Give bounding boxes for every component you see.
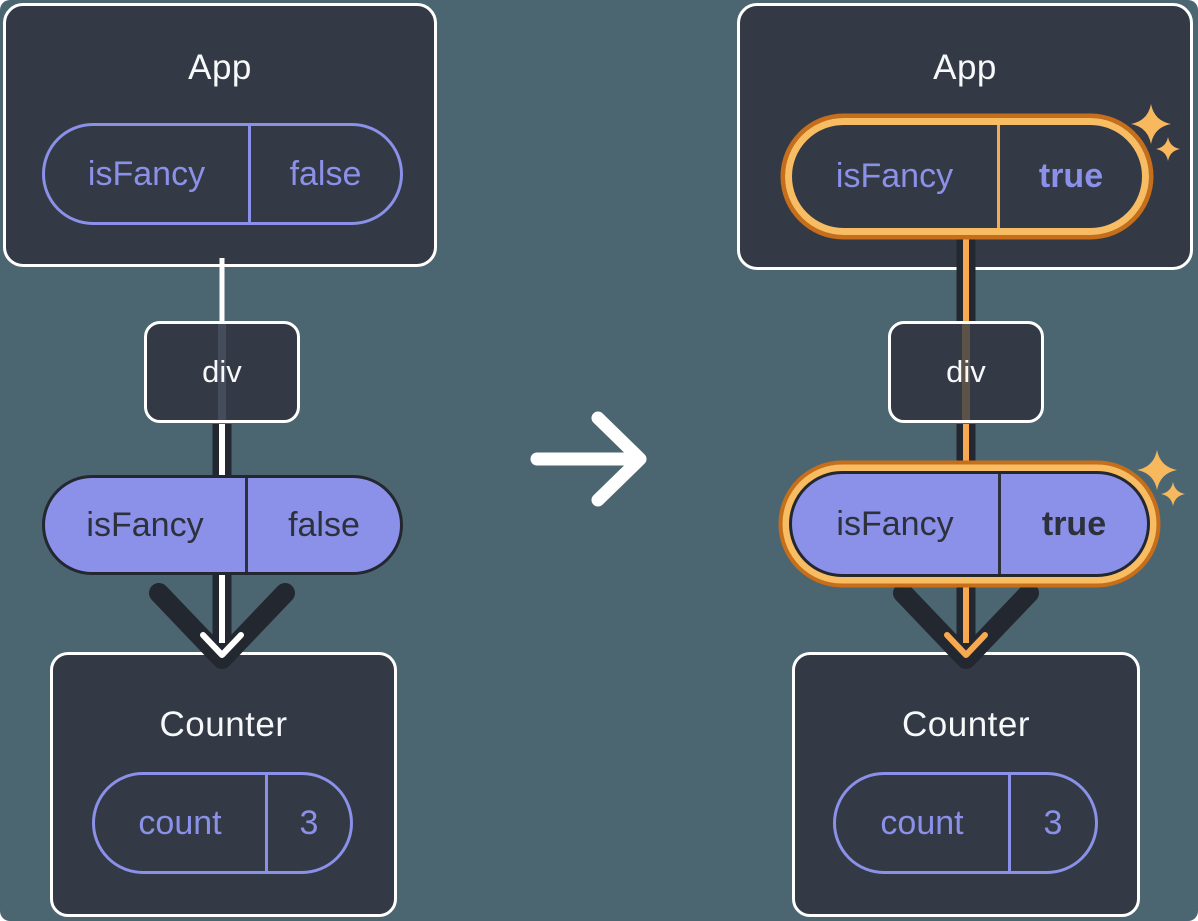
prop-key: isFancy <box>836 504 954 543</box>
state-value: 3 <box>1043 803 1063 842</box>
counter-state-pill-after: count 3 <box>833 772 1098 874</box>
div-node-label: div <box>946 354 986 389</box>
app-state-pill-before: isFancy false <box>42 123 403 225</box>
flow-passthrough-stripe <box>218 324 226 420</box>
pill-divider <box>998 474 1001 574</box>
counter-node-title: Counter <box>159 705 288 744</box>
flow-passthrough-stripe <box>962 324 970 420</box>
pill-divider <box>245 478 248 572</box>
div-node-before: div <box>144 321 300 423</box>
prop-pill-before: isFancy false <box>42 475 403 575</box>
pill-divider <box>1008 775 1011 871</box>
counter-state-pill-before: count 3 <box>92 772 353 874</box>
pill-divider <box>265 775 268 871</box>
state-key: isFancy <box>87 154 206 193</box>
state-value: false <box>289 154 362 193</box>
app-node-title: App <box>933 48 997 87</box>
div-node-label: div <box>202 354 242 389</box>
state-key: count <box>138 803 222 842</box>
right-arrow-icon <box>530 411 647 507</box>
state-key: count <box>880 803 964 842</box>
prop-value: true <box>1041 504 1107 543</box>
app-state-pill-after: isFancy true <box>785 118 1149 235</box>
prop-pill-after: isFancy true <box>789 471 1150 577</box>
prop-value: false <box>288 505 360 544</box>
app-node-title: App <box>188 48 252 87</box>
state-value: 3 <box>299 803 319 842</box>
state-value: true <box>1038 157 1104 195</box>
pill-divider <box>997 125 1000 228</box>
counter-node-title: Counter <box>901 705 1031 744</box>
state-key: isFancy <box>835 157 954 195</box>
div-node-after: div <box>888 321 1044 423</box>
prop-key: isFancy <box>86 505 204 544</box>
sparkle-icon <box>1161 482 1185 506</box>
pill-divider <box>248 126 251 222</box>
